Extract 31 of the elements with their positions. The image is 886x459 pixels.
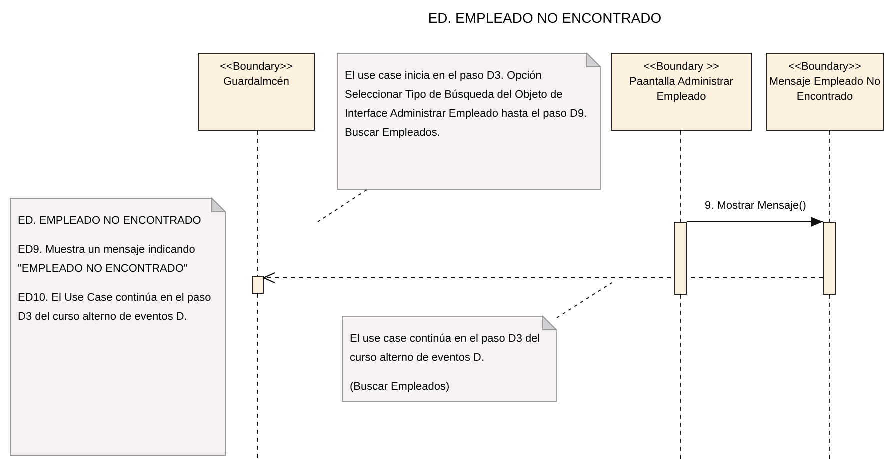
activation-bar [674,222,687,295]
leader-line [556,282,612,318]
lifeline-name: Paantalla Administrar Empleado [628,75,734,105]
lifeline [680,294,681,459]
note [337,53,601,190]
activation-bar [823,222,836,295]
note-text: El use case inicia en el paso D3. Opción Seleccionar Tipo de Búsqueda del Objeto de Interface Administrar Empleado hasta el paso D9. Buscar Empleados. [345,69,588,141]
note-text: (Buscar Empleados) [350,380,451,395]
lifeline [829,294,830,459]
note [10,198,226,456]
note-text: ED. EMPLEADO NO ENCONTRADO [18,214,202,229]
lifeline-name: Mensaje Empleado No Encontrado [768,75,882,105]
stereotype-label: <<Boundary>> [219,60,294,75]
message-arrow [686,217,824,227]
diagram-title: ED. EMPLEADO NO ENCONTRADO [427,10,663,26]
note-text: El use case continúa en el paso D3 del curso alterno de eventos D. [350,332,542,366]
lifeline-head-box [198,53,315,131]
lifeline [829,130,830,222]
note-text: ED10. El Use Case continúa en el paso D3 del curso alterno de eventos D. [18,291,212,325]
message-label: 9. Mostrar Mensaje() [703,200,808,212]
lifeline-name: Guardalmcén [222,75,291,90]
stereotype-label: <<Boundary >> [642,60,720,75]
leader-line [318,190,368,222]
return-message-arrow [263,272,824,284]
note [342,316,557,402]
lifeline-head-box [611,53,752,131]
lifeline-head-box [766,53,884,131]
lifeline [680,130,681,222]
activation-bar [252,276,264,294]
note-text: ED9. Muestra un mensaje indicando "EMPLEADO NO ENCONTRADO" [18,243,196,277]
stereotype-label: <<Boundary>> [788,60,862,75]
